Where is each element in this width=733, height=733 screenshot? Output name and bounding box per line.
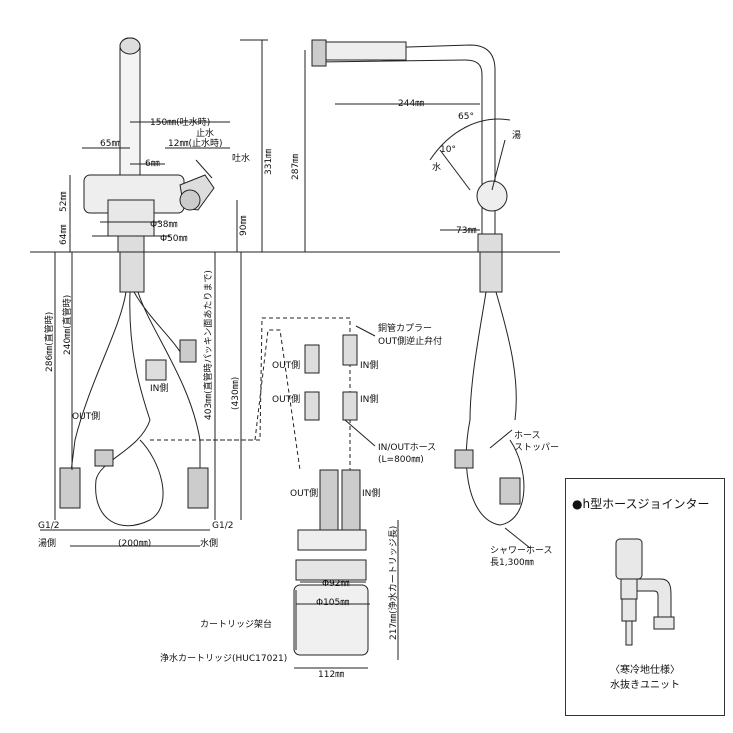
label-spout: 吐水 (232, 152, 250, 164)
front-pipes (59, 251, 209, 527)
joint-illustration (615, 538, 675, 646)
inset-caption-2: 水抜きユニット (610, 680, 680, 691)
label-out-side-front: OUT側 (72, 410, 100, 422)
dim-112: 112㎜ (318, 670, 344, 680)
label-hose-stopper: ホース (514, 430, 541, 441)
label-hose-length: (L=800㎜) (378, 455, 424, 465)
dim-d105: Φ105㎜ (316, 598, 349, 608)
label-hot-side: 湯側 (38, 537, 56, 549)
label-in-3: IN側 (362, 487, 380, 499)
label-coupler-sub: OUT側逆止弁付 (378, 335, 442, 347)
hose-route (150, 317, 351, 471)
label-in-2: IN側 (360, 393, 378, 405)
dim-d92: Φ92㎜ (322, 579, 350, 589)
dim-90: 90㎜ (239, 216, 249, 236)
label-g12-right: G1/2 (212, 521, 233, 531)
label-shower-length: 長1,300㎜ (490, 557, 534, 568)
label-cold-side: 水側 (200, 537, 218, 549)
dim-430: (430㎜) (231, 377, 241, 410)
label-shower-hose: シャワーホース (490, 545, 553, 556)
dim-217: 217㎜(浄水カートリッジ長) (387, 526, 399, 640)
label-out-1: OUT側 (272, 359, 300, 371)
dim-403: 403㎜(直管時パッキン面あたりまで) (202, 270, 214, 420)
dim-65: 65㎜ (100, 139, 120, 149)
label-stop-water: 止水 (196, 127, 214, 139)
dim-150: 150㎜(吐水時) (150, 116, 210, 128)
label-coupler: 銅管カプラー (378, 322, 432, 334)
dim-286: 286㎜(直管時) (43, 312, 55, 372)
label-out-3: OUT側 (290, 487, 318, 499)
side-faucet (311, 39, 525, 526)
dim-287: 287㎜ (291, 154, 301, 180)
dim-200: (200㎜) (118, 539, 151, 549)
dim-331: 331㎜ (264, 149, 274, 175)
label-in-1: IN側 (360, 359, 378, 371)
dim-73: 73㎜ (456, 226, 476, 236)
label-water-side-view: 水 (432, 161, 441, 173)
dim-d50: Φ50㎜ (160, 234, 188, 244)
inset-caption-1: 〈寒冷地仕様〉 (610, 665, 680, 676)
dim-244: 244㎜ (398, 99, 424, 109)
label-out-2: OUT側 (272, 393, 300, 405)
front-faucet (83, 37, 215, 253)
label-cartridge: 浄水カートリッジ(HUC17021) (160, 652, 287, 664)
angle-10: 10° (440, 145, 456, 155)
label-inout-hose: IN/OUTホース (378, 442, 436, 453)
label-g12-left: G1/2 (38, 521, 59, 531)
dim-64: 64㎜ (59, 225, 69, 245)
dim-6: 6㎜ (145, 159, 160, 169)
label-hot-side-view: 湯 (512, 130, 521, 141)
middle-assembly (293, 334, 369, 656)
label-cartridge-stand: カートリッジ架台 (200, 618, 272, 630)
dim-240: 240㎜(直管時) (61, 295, 73, 355)
label-hose-stopper-2: ストッパー (514, 442, 559, 453)
dim-12: 12㎜(止水時) (168, 137, 222, 149)
label-in-side-front: IN側 (150, 382, 168, 394)
inset-panel: ●h型ホースジョインター 〈寒冷地仕様〉 水抜きユニット (565, 478, 725, 716)
angle-65: 65° (458, 112, 474, 122)
inset-title: ●h型ホースジョインター (572, 497, 710, 511)
dim-d38: Φ38㎜ (150, 220, 178, 230)
dim-52: 52㎜ (59, 192, 69, 212)
